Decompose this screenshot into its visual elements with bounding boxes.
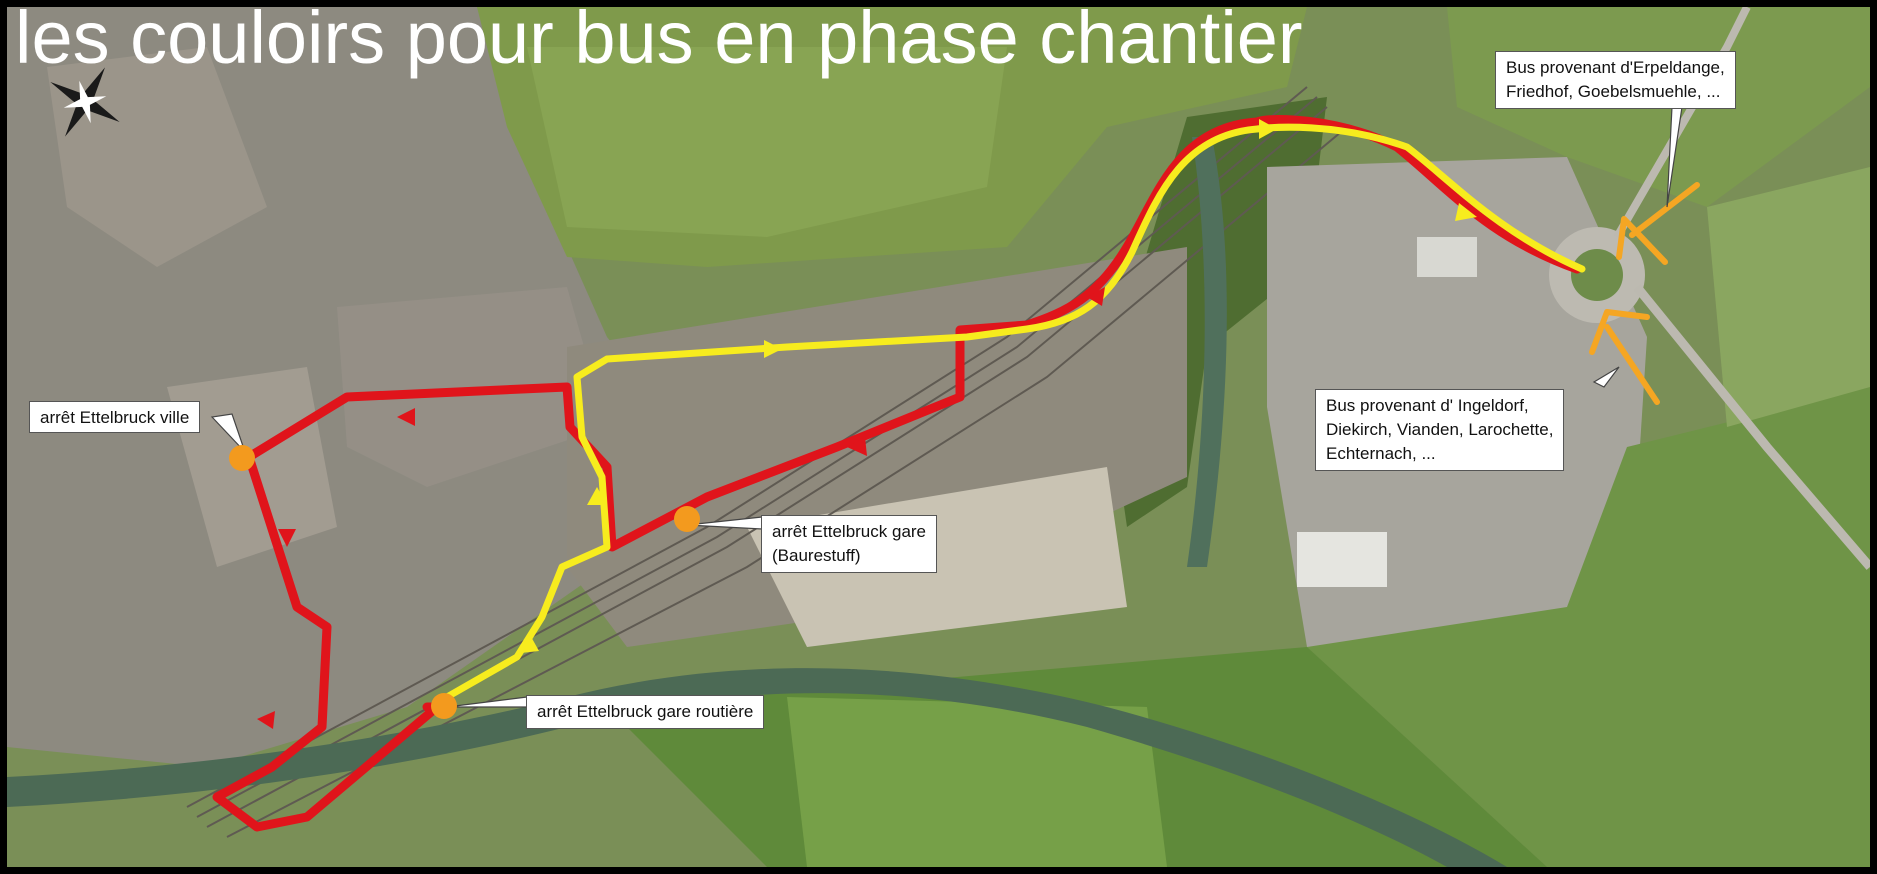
arrow-marker [1259,119,1277,139]
river [7,668,1507,867]
callout-text: Friedhof, Goebelsmuehle, ... [1506,82,1721,101]
arrow-marker [278,529,296,547]
urban-block [47,47,267,267]
warehouse-roof [1417,237,1477,277]
red-route [212,115,1582,832]
arrow-marker [521,633,539,653]
road-north [1613,7,1751,240]
callout-text: Echternach, ... [1326,444,1436,463]
stop-marker-gare[interactable] [674,506,700,532]
incoming-arrow-east [1589,309,1660,405]
stop-marker-ville[interactable] [229,445,255,471]
arrow-marker [847,437,867,456]
arrow-marker [257,711,275,729]
callout-stop-ville: arrêt Ettelbruck ville [29,401,201,433]
arrow-marker [587,487,607,505]
callout-text: Bus provenant d'Erpeldange, [1506,58,1725,77]
river-channel [1187,137,1227,567]
meadow [527,47,1007,237]
stop-marker-routiere[interactable] [431,693,457,719]
aerial-map [7,7,1870,867]
arrow-marker [764,340,782,358]
incoming-arrow-north [1616,182,1700,265]
callout-pointers [210,106,1683,708]
callout-text: arrêt Ettelbruck gare routière [537,702,754,721]
callout-stop-routiere: arrêt Ettelbruck gare routière [526,695,765,729]
compass-rose-icon [50,67,120,137]
callout-north-buses: Bus provenant d'Erpeldange, Friedhof, Go… [1495,51,1736,109]
callout-east-buses: Bus provenant d' Ingeldorf, Diekirch, Vi… [1315,389,1565,471]
arrow-marker [1087,287,1105,306]
meadow-south-light [787,697,1167,867]
arrow-marker [1455,203,1477,221]
roundabout-center [1571,249,1623,301]
callout-text: arrêt Ettelbruck gare [772,522,927,541]
route-arrows [257,119,1477,729]
green-field-east [1707,167,1870,427]
callout-text: arrêt Ettelbruck ville [40,408,190,427]
callout-text: Diekirch, Vianden, Larochette, [1326,420,1554,439]
warehouse-roof [1297,532,1387,587]
callout-text: (Baurestuff) [772,546,861,565]
callout-text: Bus provenant d' Ingeldorf, [1326,396,1529,415]
road-east [1633,284,1870,570]
callout-stop-gare: arrêt Ettelbruck gare (Baurestuff) [761,515,938,573]
yellow-route [433,123,1586,711]
page-title: les couloirs pour bus en phase chantier [15,0,1303,79]
green-field-se [1307,387,1870,867]
arrow-marker [397,408,415,426]
